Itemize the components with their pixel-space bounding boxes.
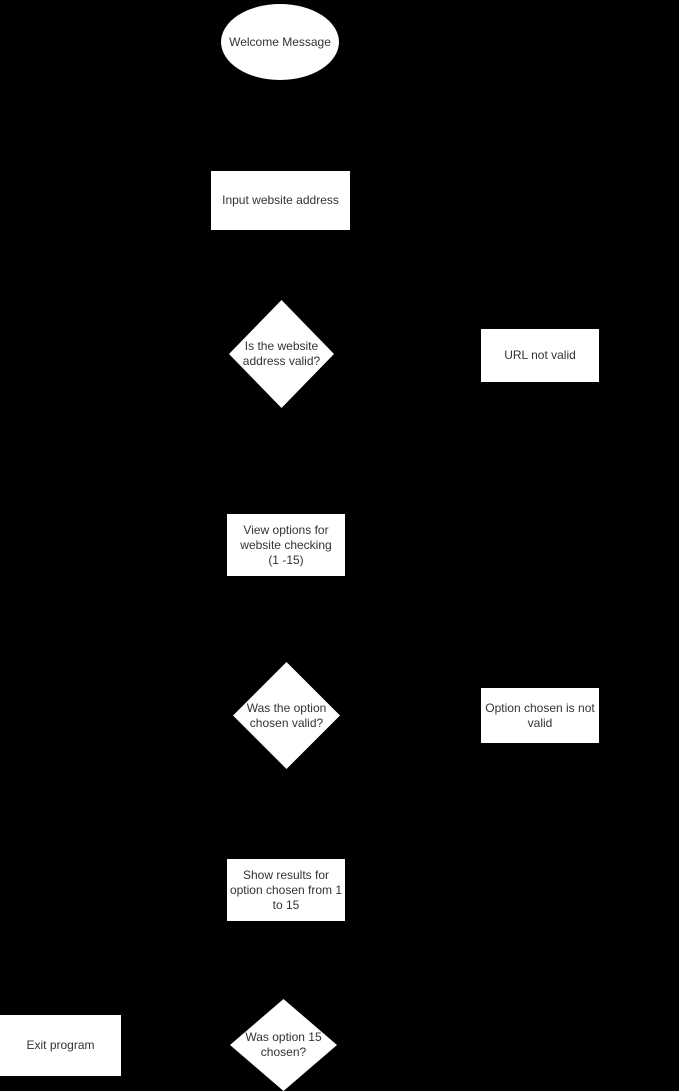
flowchart-decision-option-15-chosen: Was option 15 chosen? xyxy=(230,999,337,1091)
flowchart-node-view-options: View options for website checking (1 -15… xyxy=(227,514,345,576)
flowchart-node-exit-program: Exit program xyxy=(0,1015,121,1076)
flowchart-decision-website-address-valid: Is the website address valid? xyxy=(229,300,334,408)
flowchart-node-welcome-message: Welcome Message xyxy=(221,4,339,80)
flowchart-node-show-results: Show results for option chosen from 1 to… xyxy=(227,859,345,921)
flowchart-node-input-website-address: Input website address xyxy=(211,171,350,230)
flowchart-decision-option-chosen-valid: Was the option chosen valid? xyxy=(233,662,340,769)
flowchart-node-option-chosen-not-valid: Option chosen is not valid xyxy=(481,688,599,743)
flowchart-node-url-not-valid: URL not valid xyxy=(481,329,599,382)
